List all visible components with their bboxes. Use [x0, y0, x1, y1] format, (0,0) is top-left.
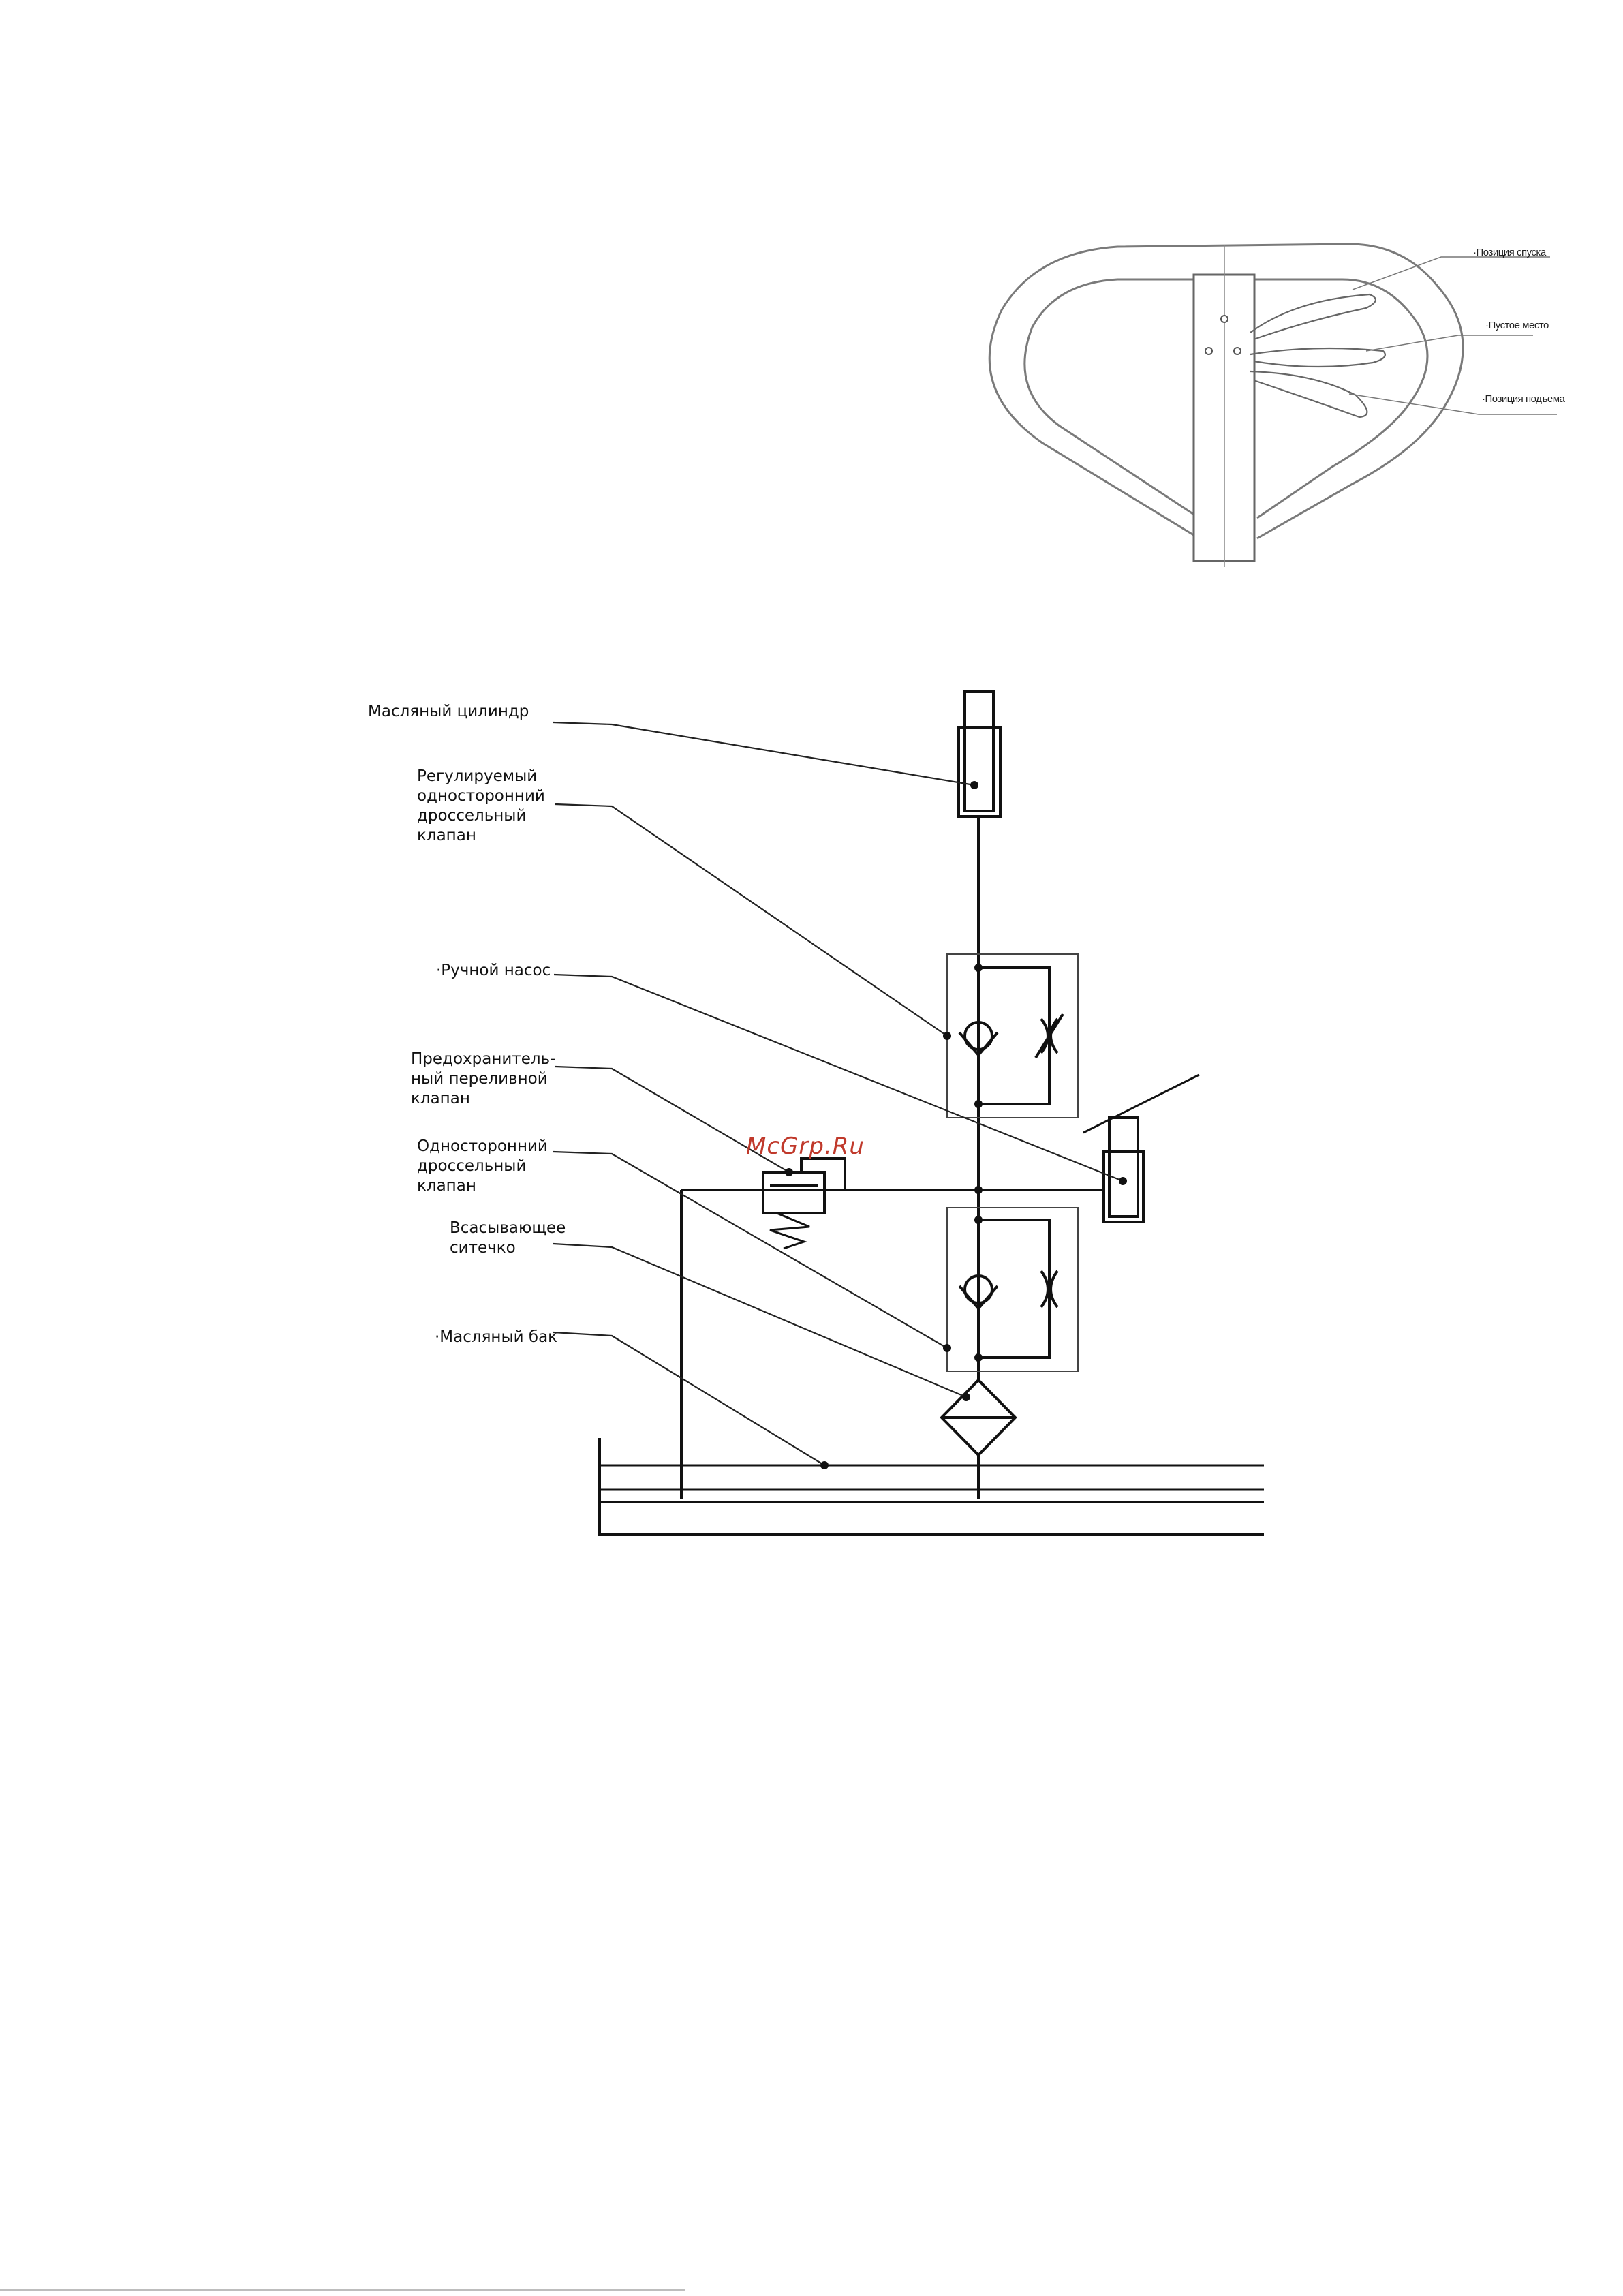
- dot-ow-bottom: [974, 1353, 983, 1362]
- dot-cylinder: [970, 781, 978, 789]
- label-line: клапан: [417, 826, 545, 846]
- label-line: дроссельный: [417, 1157, 548, 1176]
- leader-cylinder: [553, 722, 974, 785]
- one-way-throttle-valve-box: [947, 1208, 1078, 1371]
- label-line: дроссельный: [417, 806, 545, 826]
- relief-valve-spring: [770, 1213, 809, 1249]
- hand-pump-plunger: [1109, 1118, 1138, 1216]
- leader-tank: [553, 1332, 824, 1465]
- dot-adj-bottom: [974, 1100, 983, 1108]
- dot-cross: [974, 1186, 983, 1194]
- dot-ow-leader: [943, 1344, 951, 1352]
- watermark: McGrp.Ru: [746, 1133, 865, 1160]
- dot-adj-top: [974, 964, 983, 972]
- dot-pump: [1119, 1177, 1127, 1185]
- adjustable-throttle-valve-box: [947, 954, 1078, 1118]
- label-one-way-throttle: Односторонний дроссельный клапан: [417, 1137, 548, 1196]
- bottom-rule: [0, 2289, 685, 2291]
- dot-relief: [785, 1168, 793, 1176]
- leader-adjustable-throttle: [555, 804, 947, 1036]
- label-line: клапан: [417, 1176, 548, 1196]
- label-line: клапан: [411, 1089, 555, 1109]
- adjustable-throttle-bypass: [978, 968, 1049, 1104]
- hand-pump-lever: [1083, 1075, 1199, 1133]
- one-way-throttle-bypass: [978, 1220, 1049, 1358]
- label-line: Всасывающее: [450, 1219, 566, 1238]
- oil-cylinder-rod: [965, 692, 993, 811]
- label-line: ный переливной: [411, 1069, 555, 1089]
- label-relief-valve: Предохранитель- ный переливной клапан: [411, 1050, 555, 1109]
- dot-adj-leader: [943, 1032, 951, 1040]
- leader-strainer: [553, 1244, 966, 1397]
- dot-tank: [820, 1461, 829, 1469]
- label-oil-tank: ·Масляный бак: [435, 1328, 557, 1347]
- label-line: Предохранитель-: [411, 1050, 555, 1069]
- label-hand-pump: ·Ручной насос: [436, 961, 551, 981]
- label-line: односторонний: [417, 786, 545, 806]
- leader-one-way-throttle: [553, 1152, 947, 1348]
- label-adjustable-throttle: Регулируемый односторонний дроссельный к…: [417, 767, 545, 846]
- label-suction-strainer: Всасывающее ситечко: [450, 1219, 566, 1258]
- relief-valve-body: [763, 1172, 824, 1213]
- label-line: Регулируемый: [417, 767, 545, 786]
- label-line: ситечко: [450, 1238, 566, 1258]
- label-line: Односторонний: [417, 1137, 548, 1157]
- label-oil-cylinder: Масляный цилиндр: [368, 702, 529, 722]
- dot-strainer: [962, 1393, 970, 1401]
- oil-tank-outline: [600, 1438, 1264, 1535]
- dot-ow-top: [974, 1216, 983, 1224]
